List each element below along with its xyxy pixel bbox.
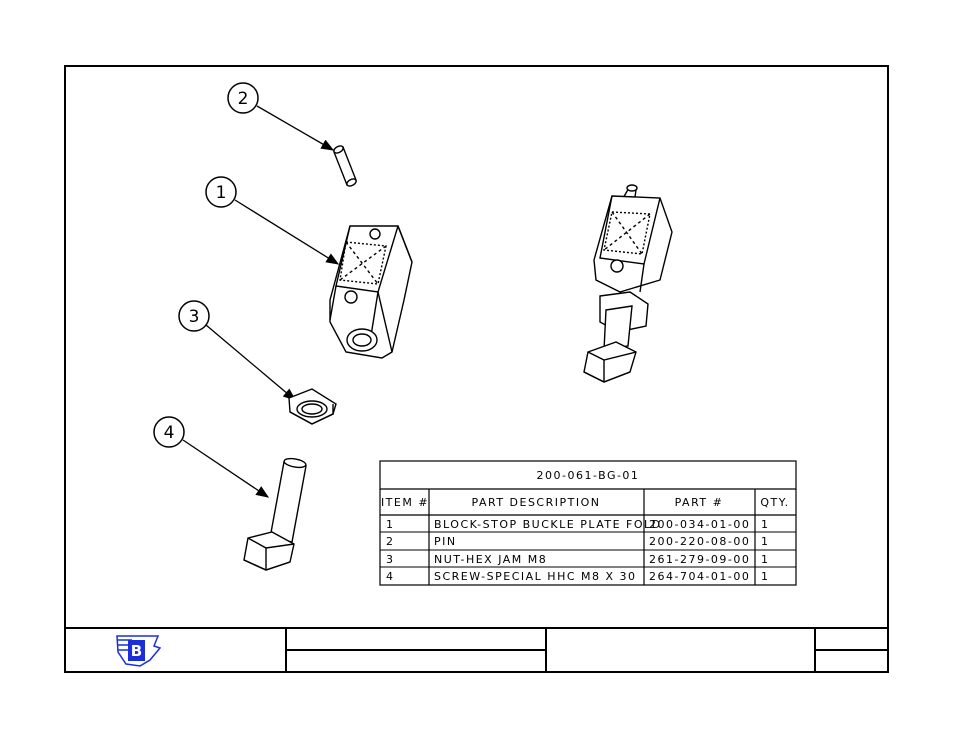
bom-header-description: PART DESCRIPTION — [472, 496, 601, 509]
company-logo: B — [117, 636, 160, 666]
bom-row-2-description: PIN — [434, 535, 457, 548]
balloon-3: 3 — [179, 301, 295, 400]
balloon-2-label: 2 — [238, 89, 249, 109]
screw-part — [244, 457, 307, 570]
bom-row-4-part: 264-704-01-00 — [649, 570, 750, 583]
pin-part — [333, 145, 358, 188]
bom-row-4-item: 4 — [386, 570, 395, 583]
bom-title: 200-061-BG-01 — [537, 469, 640, 482]
logo-letter: B — [131, 642, 142, 660]
bom-header-item: ITEM # — [381, 496, 429, 509]
bom-row-3-qty: 1 — [761, 553, 770, 566]
bom-header-part: PART # — [675, 496, 724, 509]
bom-header-qty: QTY. — [760, 496, 789, 509]
bom-row-4-description: SCREW-SPECIAL HHC M8 X 30 — [434, 570, 637, 583]
bom-table: 200-061-BG-01 ITEM # PART DESCRIPTION PA… — [380, 461, 796, 585]
bom-row-4-qty: 1 — [761, 570, 770, 583]
bom-row-1-description: BLOCK-STOP BUCKLE PLATE FOLD — [434, 518, 662, 531]
balloon-2: 2 — [228, 83, 333, 150]
balloon-4-label: 4 — [164, 423, 175, 443]
title-block — [65, 628, 888, 672]
bom-row-2-part: 200-220-08-00 — [649, 535, 750, 548]
bom-row-2-item: 2 — [386, 535, 395, 548]
hex-nut-part — [289, 389, 336, 424]
balloon-1: 1 — [206, 177, 338, 264]
balloon-3-label: 3 — [189, 307, 200, 327]
balloon-1-label: 1 — [216, 183, 227, 203]
bom-row-3-description: NUT-HEX JAM M8 — [434, 553, 547, 566]
bom-row-1-qty: 1 — [761, 518, 770, 531]
bom-row-3-part: 261-279-09-00 — [649, 553, 750, 566]
assembly-view — [584, 185, 672, 382]
bom-row-3-item: 3 — [386, 553, 395, 566]
bom-row-2-qty: 1 — [761, 535, 770, 548]
balloon-4: 4 — [154, 417, 268, 497]
bom-row-1-part: 200-034-01-00 — [649, 518, 750, 531]
bom-row-1-item: 1 — [386, 518, 395, 531]
block-stop-part — [330, 226, 412, 358]
